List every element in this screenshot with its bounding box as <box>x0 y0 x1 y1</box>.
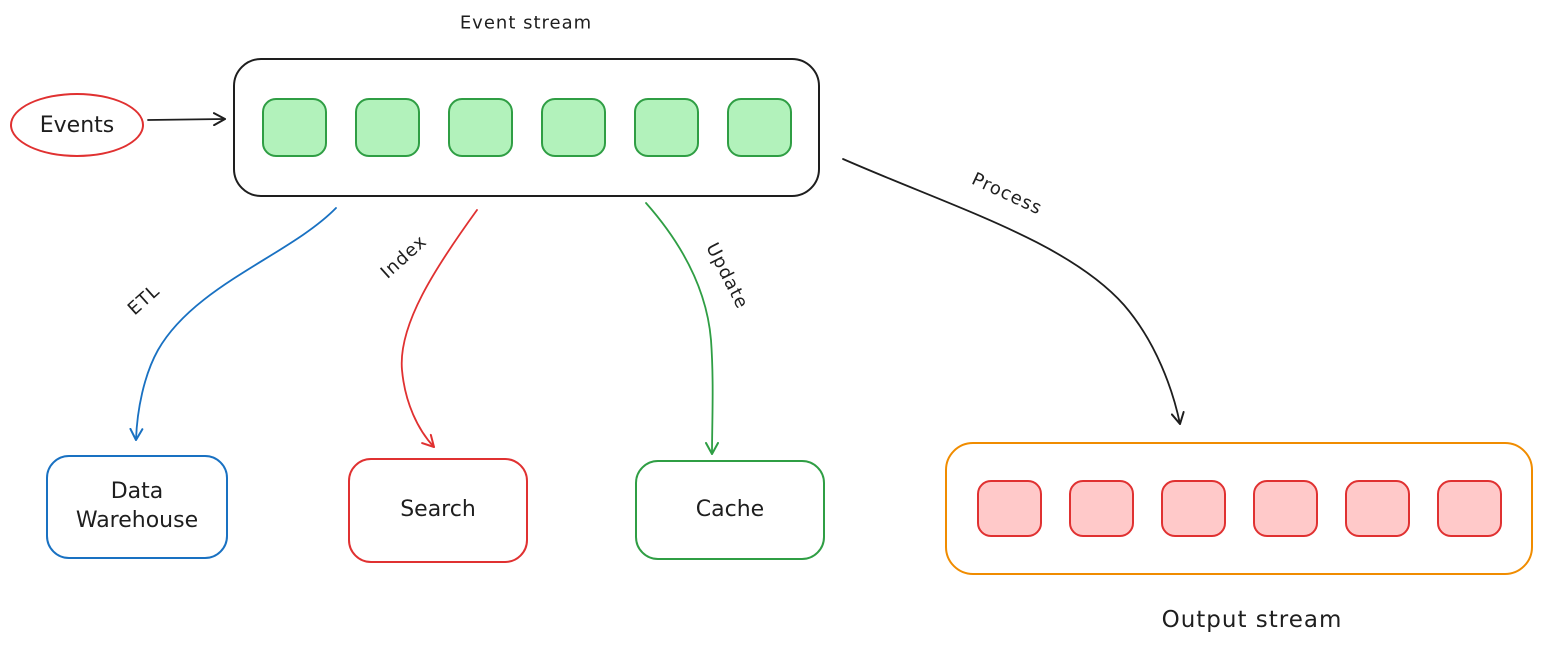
search-node: Search <box>348 458 528 563</box>
output-stream-node <box>945 442 1533 575</box>
cache-node: Cache <box>635 460 825 560</box>
update-arrow <box>645 202 720 455</box>
events-to-stream-arrow <box>147 112 226 127</box>
event-cell <box>726 98 792 157</box>
event-cell <box>261 98 327 157</box>
event-stream-node <box>233 58 820 197</box>
events-node: Events <box>10 93 144 157</box>
output-cell <box>976 480 1042 537</box>
cache-label: Cache <box>695 496 765 522</box>
search-label: Search <box>400 497 476 523</box>
process-arrow <box>842 158 1185 425</box>
etl-arrow <box>129 207 337 441</box>
index-arrow <box>400 209 478 448</box>
output-cell <box>1436 480 1502 537</box>
event-cell <box>447 98 513 157</box>
output-cell <box>1068 480 1134 537</box>
output-cell <box>1252 480 1318 537</box>
output-stream-title: Output stream <box>1161 607 1343 633</box>
output-cell <box>1160 480 1226 537</box>
event-stream-title: Event stream <box>459 12 593 34</box>
data-warehouse-node: Data Warehouse <box>46 455 228 559</box>
events-label: Events <box>39 112 115 138</box>
event-cell <box>540 98 606 157</box>
output-cell <box>1344 480 1410 537</box>
event-cell <box>633 98 699 157</box>
data-warehouse-label: Data Warehouse <box>75 479 199 533</box>
event-cell <box>354 98 420 157</box>
